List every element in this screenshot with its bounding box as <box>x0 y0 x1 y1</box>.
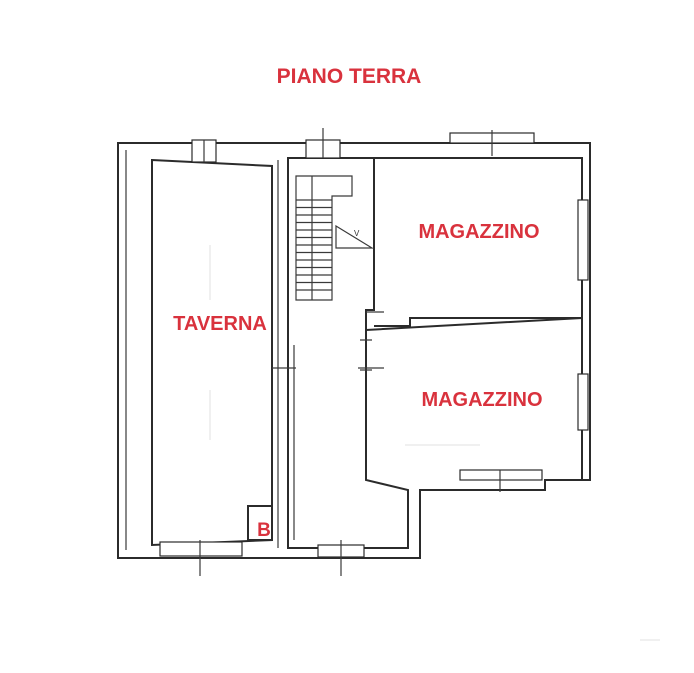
svg-text:V: V <box>354 229 360 238</box>
plan-title: PIANO TERRA <box>277 65 422 88</box>
window-icon <box>159 540 243 576</box>
room-label-taverna: TAVERNA <box>173 313 267 335</box>
room-label-bagno: B <box>257 520 271 541</box>
room-taverna <box>151 158 279 548</box>
room-label-magazzino-upper: MAGAZZINO <box>418 221 539 243</box>
room-bagno <box>247 505 273 541</box>
corridor <box>287 157 409 549</box>
window-icon <box>459 469 543 492</box>
window-icon <box>577 373 589 431</box>
window-icon <box>449 130 535 156</box>
stair-steps <box>296 199 332 291</box>
window-icon <box>317 540 365 576</box>
door-icon <box>272 311 384 369</box>
room-label-magazzino-lower: MAGAZZINO <box>421 389 542 411</box>
outer-walls <box>117 142 591 559</box>
window-icon <box>191 139 217 163</box>
scan-artifacts <box>209 245 660 641</box>
window-icon <box>577 199 589 281</box>
window-icon <box>305 128 341 159</box>
room-magazzino-upper <box>374 157 583 327</box>
staircase-icon: V <box>295 175 375 301</box>
windows <box>159 128 589 576</box>
